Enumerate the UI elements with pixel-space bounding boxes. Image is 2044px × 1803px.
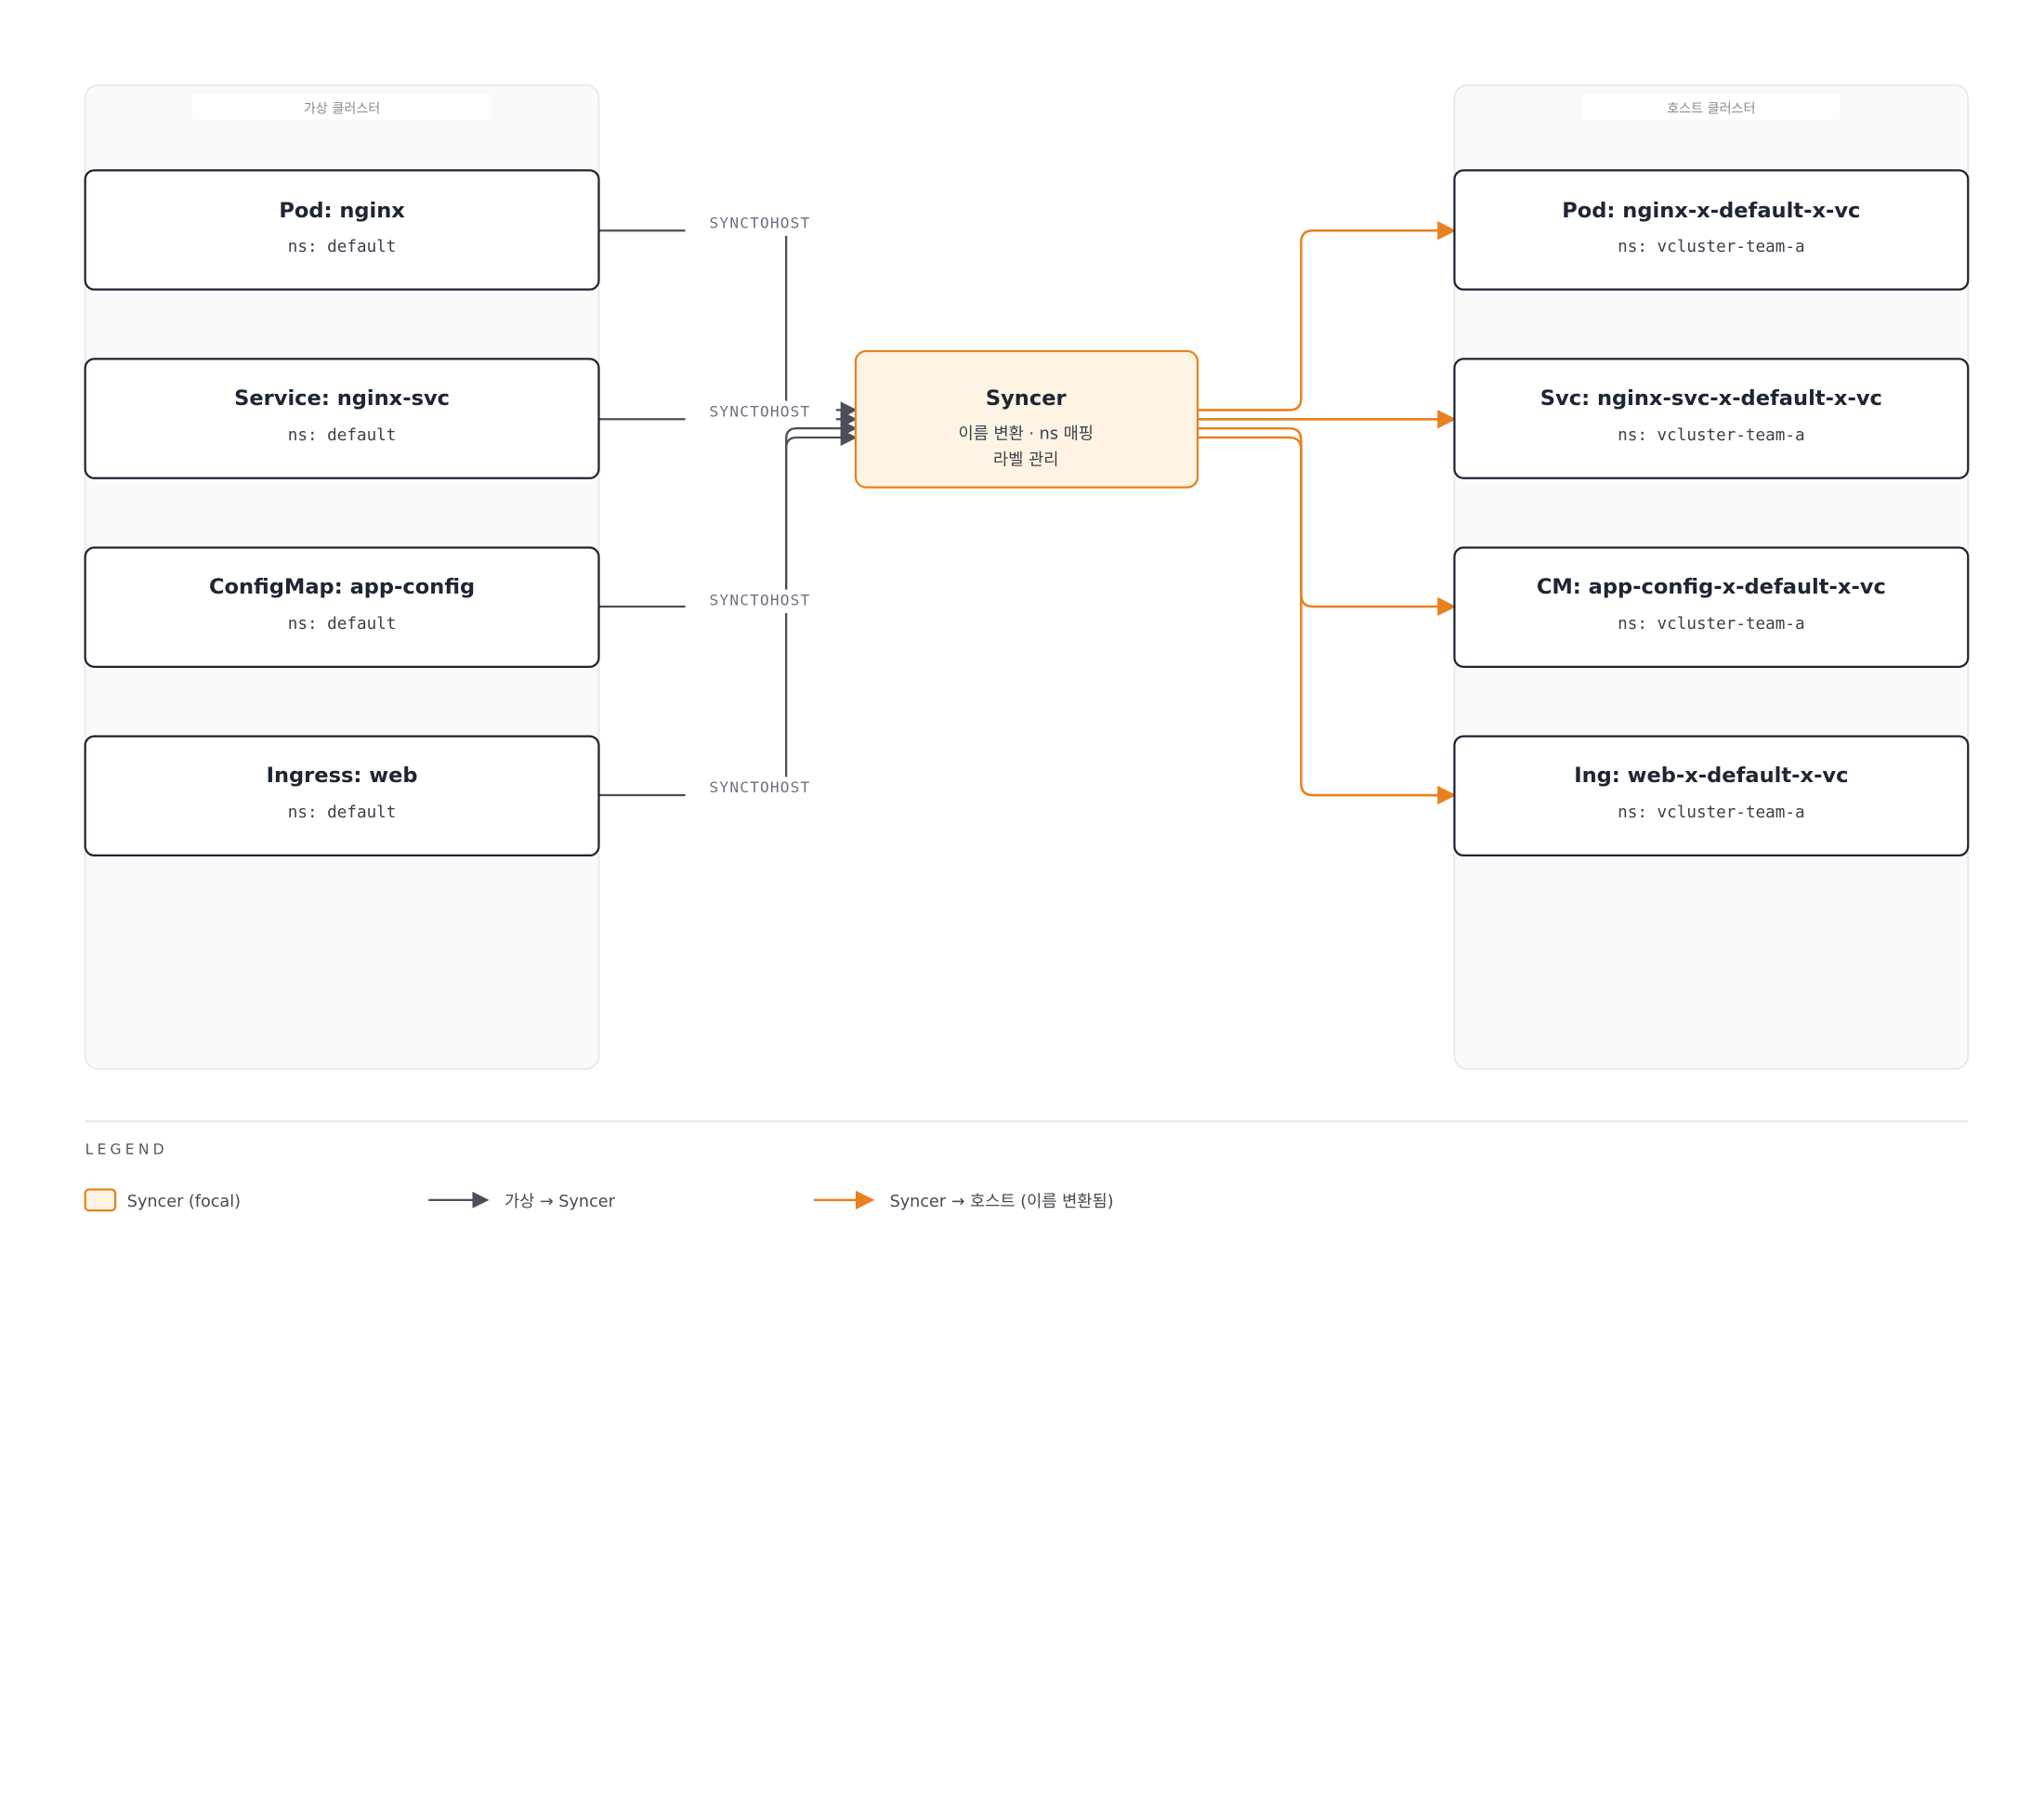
edge-label-pod: SYNCTOHOST [710, 214, 811, 231]
host-node-ing[interactable]: Ing: web-x-default-x-vc ns: vcluster-tea… [1453, 735, 1970, 857]
node-namespace: ns: vcluster-team-a [1618, 426, 1804, 445]
host-node-pod[interactable]: Pod: nginx-x-default-x-vc ns: vcluster-t… [1453, 169, 1970, 291]
syncer-desc-line1: 이름 변환 · ns 매핑 [958, 425, 1094, 443]
node-namespace: ns: vcluster-team-a [1618, 238, 1804, 256]
edge-syncer-to-host-pod [1198, 221, 1457, 412]
node-title: ConfigMap: app-config [209, 575, 475, 599]
edge-label-service: SYNCTOHOST [710, 402, 811, 420]
edge-syncer-to-host-ing [1198, 436, 1457, 805]
legend-label-orange: Syncer → 호스트 (이름 변환됨) [890, 1193, 1114, 1211]
edge-configmap-to-syncer [598, 420, 858, 608]
edge-label-configmap: SYNCTOHOST [710, 592, 811, 609]
virtual-node-configmap[interactable]: ConfigMap: app-config ns: default [84, 546, 600, 668]
syncer-desc-line2: 라벨 관리 [993, 451, 1058, 470]
node-title: Service: nginx-svc [234, 386, 450, 411]
node-namespace: ns: default [288, 238, 397, 256]
node-title: Svc: nginx-svc-x-default-x-vc [1540, 386, 1882, 411]
diagram-svg: 가상 클러스터 호스트 클러스터 SYNCTOHOST SYNCTOHOST S… [84, 84, 1970, 1212]
syncer-node[interactable]: Syncer 이름 변환 · ns 매핑 라벨 관리 [854, 349, 1199, 489]
virtual-node-service[interactable]: Service: nginx-svc ns: default [84, 358, 600, 479]
legend-title: LEGEND [85, 1141, 168, 1157]
legend: LEGEND Syncer (focal) 가상 → Syncer Syncer… [84, 1120, 1969, 1212]
legend-label-dark: 가상 → Syncer [504, 1193, 616, 1211]
node-namespace: ns: vcluster-team-a [1618, 804, 1804, 822]
virtual-cluster-tag: 가상 클러스터 [304, 101, 380, 116]
edge-syncer-to-host-cm [1198, 426, 1457, 617]
host-cluster-tag: 호스트 클러스터 [1667, 101, 1755, 116]
edge-ingress-to-syncer [598, 429, 858, 797]
legend-swatch-focal [84, 1188, 117, 1212]
node-title: Ingress: web [267, 764, 418, 788]
virtual-node-pod[interactable]: Pod: nginx ns: default [84, 169, 600, 291]
node-title: Pod: nginx [279, 199, 405, 223]
host-node-svc[interactable]: Svc: nginx-svc-x-default-x-vc ns: vclust… [1453, 358, 1970, 479]
edge-label-ingress: SYNCTOHOST [710, 778, 811, 796]
node-namespace: ns: default [288, 615, 397, 634]
virtual-node-ingress[interactable]: Ingress: web ns: default [84, 735, 600, 857]
edge-labels: SYNCTOHOST SYNCTOHOST SYNCTOHOST SYNCTOH… [685, 212, 836, 801]
edges-to-host [1198, 221, 1457, 805]
legend-label-focal: Syncer (focal) [127, 1193, 241, 1211]
edge-pod-to-syncer [598, 229, 858, 419]
node-namespace: ns: vcluster-team-a [1618, 615, 1804, 634]
node-title: CM: app-config-x-default-x-vc [1537, 575, 1886, 599]
host-node-cm[interactable]: CM: app-config-x-default-x-vc ns: vclust… [1453, 546, 1970, 668]
node-title: Ing: web-x-default-x-vc [1574, 764, 1848, 788]
node-namespace: ns: default [288, 804, 397, 822]
node-namespace: ns: default [288, 426, 397, 445]
edges-to-syncer [598, 229, 858, 797]
syncer-title: Syncer [986, 386, 1068, 411]
node-title: Pod: nginx-x-default-x-vc [1562, 199, 1860, 223]
